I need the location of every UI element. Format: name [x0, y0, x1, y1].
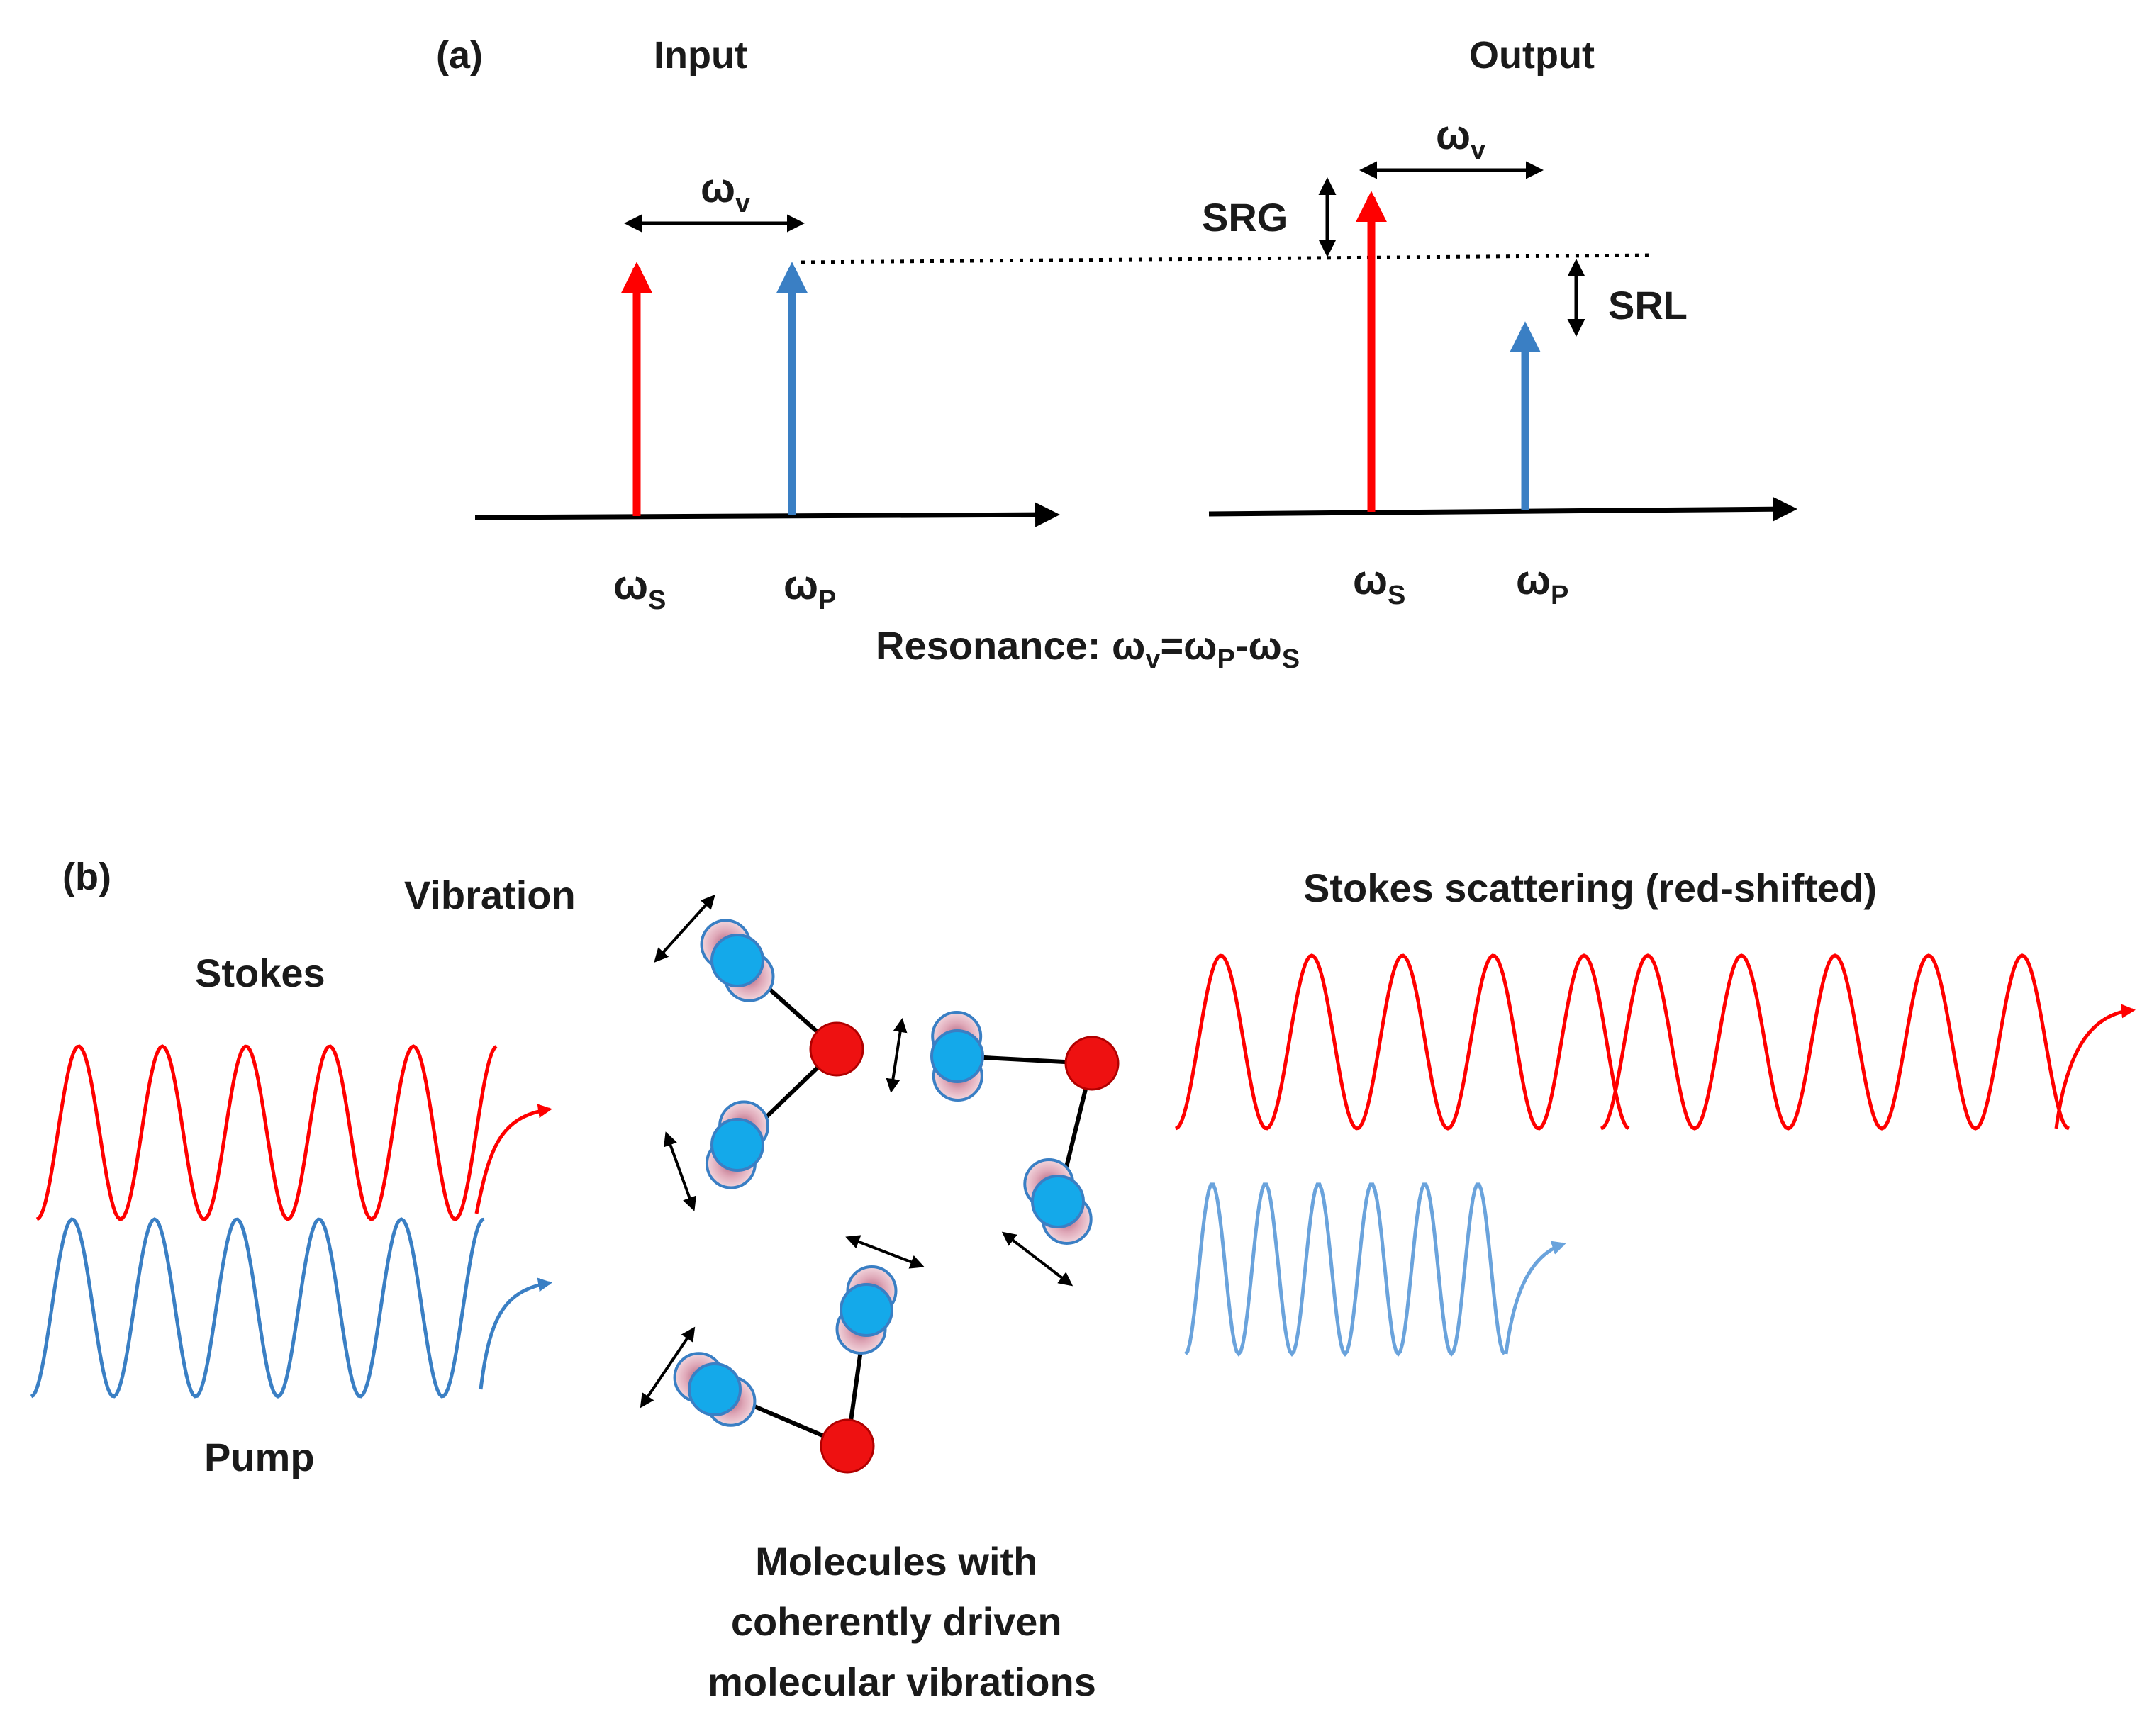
- pump-output-wave-arrow: [1504, 1241, 1566, 1355]
- panel-a: (a) Input Output ωv ωS ωP ωv SRG SRL ωS …: [436, 34, 1797, 674]
- input-omega-v-label: ωv: [701, 165, 750, 218]
- molecule-3-center-atom: [820, 1418, 875, 1474]
- output-title: Output: [1469, 34, 1595, 77]
- vibration-label: Vibration: [404, 873, 576, 917]
- output-omega-s-label: ωS: [1353, 557, 1405, 610]
- input-frequency-axis: [474, 502, 1060, 527]
- vibration-double-arrow-4: [845, 1235, 925, 1269]
- output-omega-p-label: ωP: [1516, 557, 1568, 610]
- vibration-arrows: [640, 895, 1074, 1409]
- molecule-3-cluster-2-atom: [840, 1283, 893, 1337]
- molecule-2-cluster-2: [1023, 1158, 1093, 1245]
- output-omega-v-label: ωv: [1436, 112, 1485, 165]
- stokes-input-wave: [35, 1044, 498, 1221]
- stokes-label: Stokes: [195, 951, 325, 995]
- molecule-3-cluster-2: [835, 1265, 898, 1355]
- resonance-condition: Resonance: ωv=ωP-ωS: [876, 623, 1300, 674]
- molecule-2: [930, 1011, 1120, 1245]
- stokes-scattering-label: Stokes scattering (red-shifted): [1303, 866, 1877, 910]
- stokes-output-wave-arrow: [2054, 1004, 2136, 1129]
- molecule-3: [673, 1265, 898, 1474]
- pump-output-wave: [1184, 1182, 1506, 1357]
- vibration-double-arrow-3: [664, 1131, 696, 1211]
- vibration-double-arrow-2: [886, 1018, 908, 1093]
- panel-a-label: (a): [436, 34, 483, 77]
- input-title: Input: [654, 34, 747, 77]
- stokes-input-wave-arrow: [474, 1104, 552, 1214]
- molecule-2-cluster-1-atom: [930, 1029, 984, 1083]
- panel-b: (b) Vibration Stokes Pump Stokes scatter…: [30, 856, 2136, 1704]
- stokes-output-wave-segment-2: [1600, 953, 2070, 1131]
- stokes-output-wave-segment-1: [1175, 953, 1630, 1131]
- vibration-double-arrow-5: [1001, 1231, 1074, 1287]
- panel-b-label: (b): [62, 856, 111, 898]
- input-omega-s-label: ωS: [613, 562, 666, 615]
- molecule-1-cluster-2-atom: [710, 1118, 764, 1172]
- molecules-group: [673, 919, 1120, 1474]
- molecule-1-center-atom: [809, 1021, 864, 1077]
- vibration-double-arrow-6: [640, 1326, 696, 1409]
- pump-input-wave: [30, 1217, 485, 1399]
- molecule-1-cluster-1: [700, 919, 775, 1002]
- molecule-1-cluster-1-atom: [710, 934, 764, 987]
- molecule-3-cluster-1: [673, 1352, 757, 1427]
- vibration-double-arrow-1: [654, 895, 715, 963]
- output-frequency-axis: [1208, 496, 1797, 522]
- molecule-2-cluster-1: [930, 1011, 984, 1102]
- srg-label: SRG: [1202, 195, 1288, 240]
- molecule-2-cluster-2-atom: [1031, 1175, 1085, 1228]
- input-omega-p-label: ωP: [783, 562, 836, 615]
- molecule-1: [700, 919, 864, 1189]
- molecules-caption: Molecules with coherently driven molecul…: [708, 1539, 1096, 1704]
- srl-label: SRL: [1608, 283, 1688, 327]
- pump-label: Pump: [204, 1435, 315, 1479]
- molecule-3-cluster-1-atom: [688, 1362, 742, 1416]
- reference-level-dotted-line: [801, 253, 1653, 264]
- pump-input-wave-arrow: [479, 1277, 552, 1390]
- molecule-2-center-atom: [1064, 1036, 1120, 1091]
- molecule-1-cluster-2: [705, 1100, 770, 1189]
